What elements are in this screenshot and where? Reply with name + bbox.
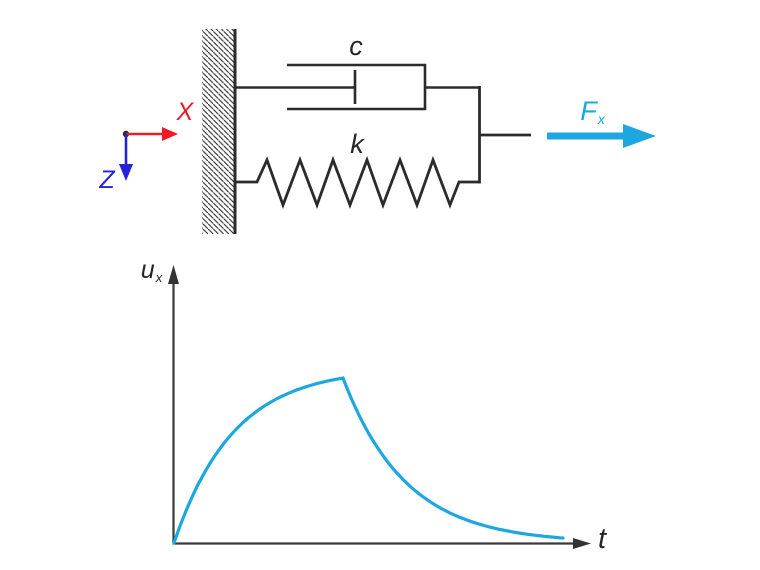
fixed-wall: [202, 29, 237, 234]
force-arrow: [547, 124, 656, 148]
graph-x-axis-arrow-icon: [573, 538, 591, 549]
graph-y-label: ux: [140, 256, 163, 285]
spring-coil: [235, 155, 479, 210]
rigid-bar: [478, 86, 531, 184]
spring: [235, 155, 479, 210]
z-axis-label: Z: [99, 166, 115, 194]
force-arrow-head-icon: [623, 124, 656, 148]
graph-y-label-main: u: [140, 256, 155, 284]
coordinate-system: [119, 127, 178, 181]
force-label-sub: x: [597, 110, 605, 127]
wall-hatching: [202, 29, 235, 234]
spring-label: k: [350, 129, 364, 159]
z-direction-arrow-head-icon: [119, 164, 133, 181]
damper-label: c: [349, 31, 363, 61]
graph-axes: [168, 265, 591, 549]
graph-y-label-sub: x: [155, 269, 163, 285]
force-label-main: F: [580, 96, 597, 126]
x-direction-arrow-head-icon: [162, 127, 178, 141]
graph-x-label: t: [597, 523, 607, 555]
damper: [235, 63, 479, 111]
force-label: Fx: [580, 96, 605, 127]
x-axis-label: X: [176, 98, 194, 126]
graph-y-axis-arrow-icon: [168, 265, 179, 284]
response-curve: [172, 376, 565, 545]
